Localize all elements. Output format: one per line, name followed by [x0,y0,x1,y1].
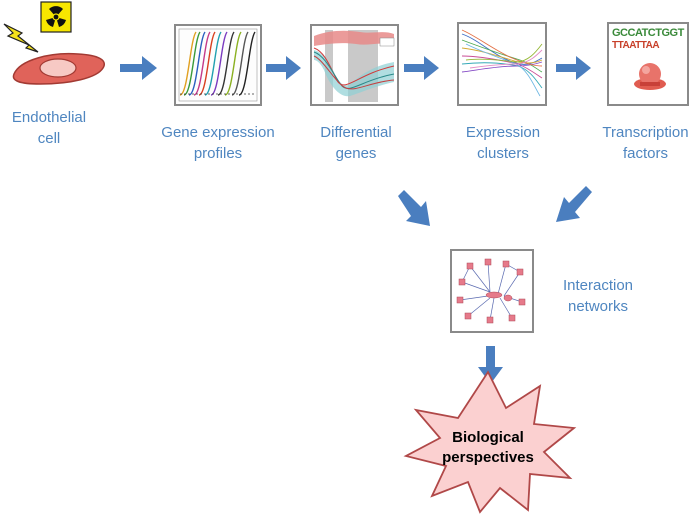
arrow-right-1 [120,56,157,80]
arrow-diagonal-right [556,186,592,222]
label-differential-genes: Differential genes [320,124,392,162]
arrow-right-3 [404,56,439,80]
flow-arrows [120,56,592,384]
arrow-down [478,346,503,384]
lightning-bolt-icon [3,23,39,53]
motif-row-2: TTAATTAA [612,40,660,51]
arrow-right-2 [266,56,301,80]
arrow-diagonal-left [398,190,430,226]
interaction-network-thumbnail [450,249,534,333]
label-endothelial-cell: Endothelial cell [11,109,87,147]
label-transcription-factors: Transcription factors [602,124,689,162]
starburst-shape [403,370,577,514]
gene-expression-thumbnail [174,24,262,106]
radiation-hazard-icon [40,1,72,33]
expression-clusters-thumbnail [457,22,547,106]
differential-genes-thumbnail [310,24,399,106]
transcription-factors-thumbnail [607,22,689,106]
motif-row-1: GCCATCTGGT [612,27,684,39]
label-expression-clusters: Expression clusters [465,124,541,162]
arrow-right-4 [556,56,591,80]
sequence-logo: GCCATCTGGT TTAATTAA [612,27,684,51]
label-biological-perspectives: Biological perspectives [442,429,534,466]
endothelial-cell-icon [12,52,105,85]
label-gene-expression-profiles: Gene expression profiles [161,124,275,162]
label-interaction-networks: Interaction networks [562,277,634,315]
